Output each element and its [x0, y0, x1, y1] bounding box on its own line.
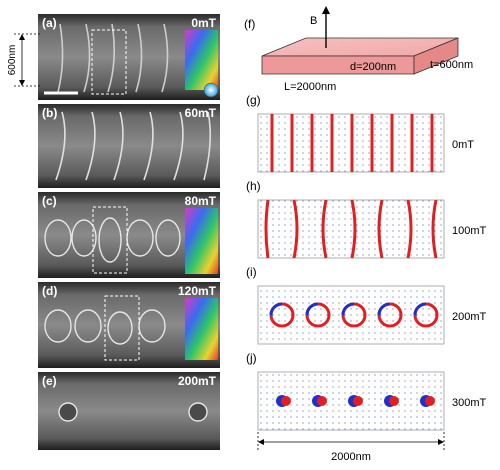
selection-box-a — [91, 29, 127, 95]
arrow-head-icon — [322, 6, 330, 14]
panel-label-c: (c) — [42, 194, 57, 208]
field-label-i: 200mT — [452, 311, 487, 323]
panel-label-g: (g) — [246, 93, 261, 107]
field-axis-label: B — [310, 15, 317, 27]
bubbles-c — [44, 217, 181, 263]
dimension-label-2000nm: 2000nm — [331, 451, 371, 463]
skyrmion-rings-i — [269, 302, 439, 328]
panel-label-f: (f) — [244, 17, 255, 31]
field-label-b: 60mT — [185, 106, 217, 120]
panel-h: (h) 100mT — [246, 179, 487, 259]
panel-label-b: (b) — [42, 106, 57, 120]
domain-walls-h — [264, 199, 438, 259]
skyrmions-j — [276, 395, 435, 407]
scale-label-600nm: 600nm — [7, 45, 18, 76]
simulation-h — [257, 199, 445, 259]
domain-walls-g — [270, 114, 434, 172]
panel-f-schematic: (f) B d=200nm L=2000nm t=600nm — [244, 6, 473, 93]
field-label-h: 100mT — [452, 225, 487, 237]
field-label-a: 0mT — [191, 16, 216, 30]
panel-a: (a) 0mT — [38, 14, 220, 100]
field-label-d: 120mT — [178, 284, 217, 298]
panel-d: (d) 120mT — [38, 282, 220, 368]
panel-label-j: (j) — [246, 351, 257, 365]
panel-c: (c) 80mT — [38, 192, 220, 278]
length-label: L=2000nm — [284, 81, 336, 93]
panel-label-a: (a) — [42, 16, 57, 30]
panel-g: (g) 0mT — [246, 93, 474, 173]
field-label-j: 300mT — [452, 397, 487, 409]
selection-box-d — [104, 295, 140, 361]
slab-side — [413, 37, 459, 75]
panel-b: (b) 60mT — [38, 104, 220, 188]
field-label-c: 80mT — [185, 194, 217, 208]
magnetization-inset-c — [185, 208, 218, 274]
bubbles-e — [58, 402, 208, 422]
field-label-g: 0mT — [452, 139, 474, 151]
selection-box-c — [92, 206, 128, 274]
field-label-e: 200mT — [178, 374, 217, 388]
panel-label-d: (d) — [42, 284, 57, 298]
width-label: t=600nm — [430, 59, 473, 71]
panel-j: (j) 300mT — [246, 351, 487, 431]
bubbles-d — [44, 309, 166, 345]
panel-label-h: (h) — [246, 179, 261, 193]
magnetization-inset-d — [185, 298, 218, 360]
color-wheel-icon — [203, 82, 219, 98]
micrograph-b — [38, 104, 220, 188]
domain-walls-b — [55, 111, 212, 181]
dimension-600nm: 600nm — [7, 33, 40, 87]
dimension-2000nm: 2000nm — [257, 432, 445, 463]
panel-i: (i) 200mT — [246, 265, 487, 345]
thickness-label: d=200nm — [350, 61, 396, 73]
panel-e: (e) 200mT — [38, 372, 220, 450]
domain-walls-a — [57, 23, 169, 93]
simulation-i — [257, 285, 445, 345]
panel-label-i: (i) — [246, 265, 257, 279]
magnetization-inset-a — [185, 30, 218, 90]
panel-label-e: (e) — [42, 374, 57, 388]
